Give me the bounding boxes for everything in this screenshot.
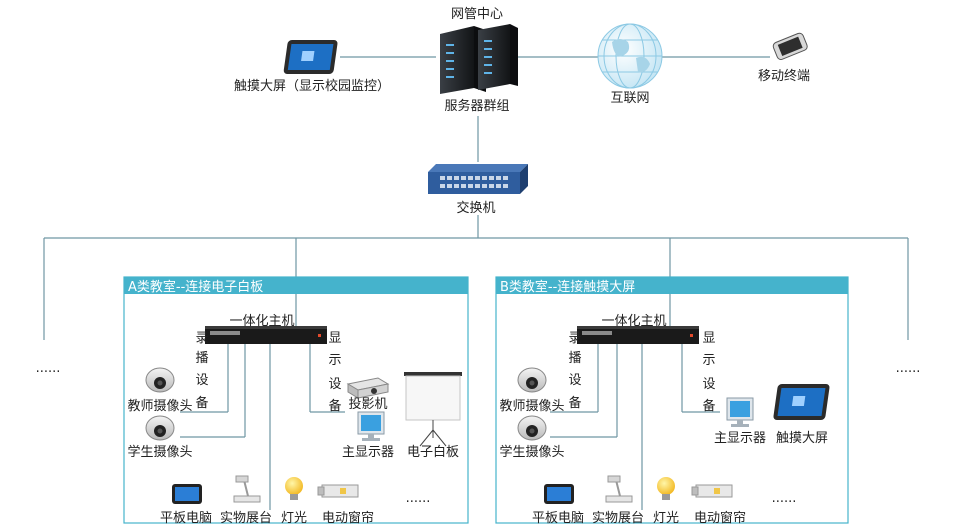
display-char-3-a: 设	[328, 377, 341, 392]
teacher-camera-icon	[517, 367, 547, 393]
touch-screen-icon	[773, 384, 830, 420]
tablet-icon	[544, 484, 574, 504]
switch-icon	[428, 164, 528, 194]
student-camera-label-a: 学生摄像头	[127, 444, 192, 460]
record-char-4-a: 备	[195, 395, 208, 411]
server-group-label: 服务器群组	[444, 98, 509, 114]
top-links	[43, 56, 909, 340]
visualizer-label-a: 实物展台	[220, 511, 272, 526]
monitor-icon	[726, 397, 754, 427]
light-bulb-icon	[657, 477, 675, 500]
ellipsis-left: ......	[36, 361, 61, 376]
classroom-a-title: A类教室--连接电子白板	[128, 279, 263, 295]
visualizer-icon	[605, 475, 633, 503]
classroom-b-panel: B类教室--连接触摸大屏 一体化主机 录 播 设 备 显 示 设 备 教师摄像头	[495, 276, 849, 526]
integrated-host-icon	[577, 326, 699, 344]
tablet-icon	[172, 484, 202, 504]
touch-screen-icon	[283, 40, 338, 74]
mobile-terminal-label: 移动终端	[758, 68, 810, 84]
network-center-title: 网管中心	[451, 7, 503, 22]
internet-label: 互联网	[610, 91, 649, 106]
curtain-motor-icon	[317, 484, 359, 498]
whiteboard-label-a: 电子白板	[407, 444, 459, 460]
curtain-motor-icon	[691, 484, 733, 498]
curtain-label-a: 电动窗帘	[322, 510, 374, 526]
record-char-3-a: 设	[195, 373, 208, 388]
whiteboard-icon	[404, 372, 462, 447]
display-char-4-a: 备	[328, 398, 341, 414]
main-display-label-a: 主显示器	[342, 445, 394, 460]
tablet-label-b: 平板电脑	[532, 511, 584, 526]
record-char-2-b: 播	[568, 351, 581, 366]
display-char-1-a: 显	[328, 331, 341, 346]
classroom-b-title: B类教室--连接触摸大屏	[500, 279, 635, 295]
student-camera-icon	[145, 415, 175, 441]
visualizer-label-b: 实物展台	[592, 511, 644, 526]
record-char-3-b: 设	[568, 373, 581, 388]
display-char-3-b: 设	[702, 377, 715, 392]
touch-screen-campus-label: 触摸大屏（显示校园监控）	[234, 78, 390, 94]
record-char-4-b: 备	[568, 395, 581, 411]
more-devices-b: ......	[772, 491, 797, 506]
globe-icon	[597, 23, 663, 89]
display-char-2-b: 示	[702, 353, 715, 368]
light-label-a: 灯光	[281, 511, 307, 526]
more-devices-a: ......	[406, 491, 431, 506]
display-char-2-a: 示	[328, 353, 341, 368]
light-bulb-icon	[285, 477, 303, 500]
light-label-b: 灯光	[653, 511, 679, 526]
teacher-camera-icon	[145, 367, 175, 393]
projector-icon	[346, 377, 390, 399]
tablet-label-a: 平板电脑	[160, 511, 212, 526]
ellipsis-right: ......	[896, 361, 921, 376]
monitor-icon	[357, 411, 385, 441]
classroom-a-panel: A类教室--连接电子白板 一体化主机 录 播 设 备 显 示 设 备	[123, 276, 469, 526]
visualizer-icon	[233, 475, 261, 503]
projector-label-a: 投影机	[348, 396, 387, 412]
host-label-b: 一体化主机	[601, 314, 666, 329]
host-label-a: 一体化主机	[229, 314, 294, 329]
record-char-2-a: 播	[195, 351, 208, 366]
server-icon	[440, 24, 518, 94]
record-char-1-a: 录	[195, 331, 208, 346]
mobile-phone-icon	[772, 32, 808, 60]
record-char-1-b: 录	[568, 331, 581, 346]
integrated-host-icon	[205, 326, 327, 344]
curtain-label-b: 电动窗帘	[694, 510, 746, 526]
display-char-1-b: 显	[702, 331, 715, 346]
main-display-label-b: 主显示器	[714, 431, 766, 446]
teacher-camera-label-a: 教师摄像头	[127, 398, 192, 414]
student-camera-icon	[517, 415, 547, 441]
switch-label: 交换机	[456, 200, 495, 216]
student-camera-label-b: 学生摄像头	[499, 444, 564, 460]
touch-screen-label-b: 触摸大屏	[776, 431, 828, 446]
display-char-4-b: 备	[702, 398, 715, 414]
teacher-camera-label-b: 教师摄像头	[499, 398, 564, 414]
